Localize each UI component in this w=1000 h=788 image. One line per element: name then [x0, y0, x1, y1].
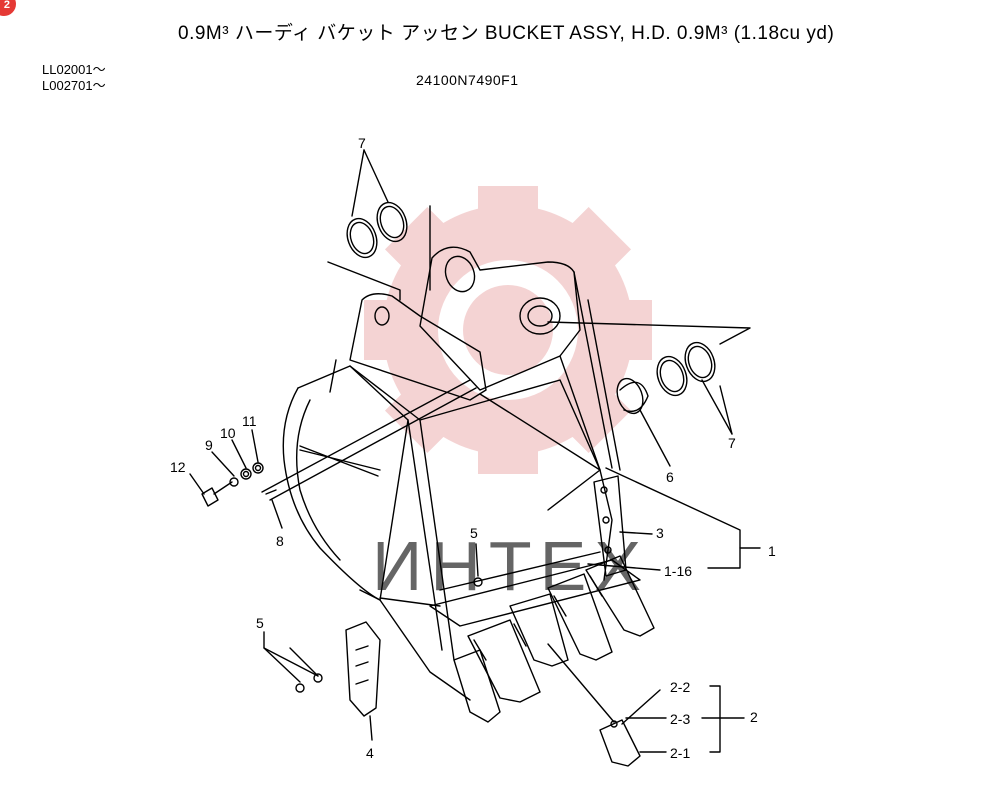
- o-ring-pair-upper: [346, 201, 408, 259]
- tooth-detail-part: [547, 643, 641, 767]
- callout-1: 1: [768, 543, 776, 559]
- side-cutter-left: [345, 621, 381, 717]
- callout-5-center: 5: [470, 525, 478, 541]
- callout-1-16: 1-16: [664, 563, 692, 579]
- callout-7-upper: 7: [358, 135, 366, 151]
- callout-6: 6: [666, 469, 674, 485]
- page-badge: 2: [0, 0, 16, 16]
- bolt-and-washers: [201, 462, 483, 693]
- callout-12: 12: [170, 459, 186, 475]
- serial-range-1: LL02001〜: [42, 62, 106, 77]
- callout-8: 8: [276, 533, 284, 549]
- callout-2-2: 2-2: [670, 679, 690, 695]
- callout-7-right: 7: [728, 435, 736, 451]
- callout-2-1: 2-1: [670, 745, 690, 761]
- bucket-body: [261, 246, 641, 701]
- callout-3: 3: [656, 525, 664, 541]
- assembly-part-number: 24100N7490F1: [416, 72, 519, 88]
- callout-11: 11: [242, 413, 257, 429]
- callout-5-left: 5: [256, 615, 264, 631]
- o-ring-pair-right: [656, 341, 716, 397]
- leader-lines: [189, 149, 761, 753]
- callout-9: 9: [205, 437, 213, 453]
- callout-2: 2: [750, 709, 758, 725]
- serial-range-2: L002701〜: [42, 78, 106, 93]
- callout-2-3: 2-3: [670, 711, 690, 727]
- callout-4: 4: [366, 745, 374, 761]
- dust-seal-part: [616, 377, 649, 415]
- page-title: 0.9M³ ハーディ バケット アッセン BUCKET ASSY, H.D. 0…: [178, 23, 835, 44]
- callout-10: 10: [220, 425, 236, 441]
- bucket-teeth: [453, 555, 655, 723]
